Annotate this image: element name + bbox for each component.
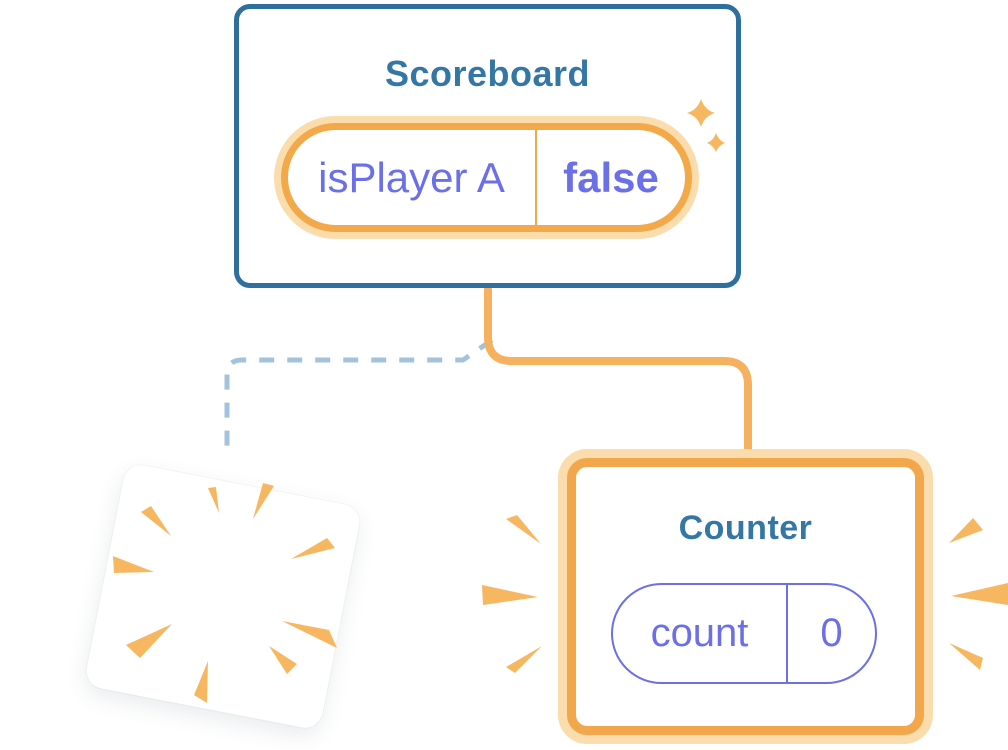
removed-component-card bbox=[83, 462, 363, 731]
scoreboard-component-card: Scoreboard isPlayer A false bbox=[234, 4, 741, 288]
counter-state-pill: count 0 bbox=[611, 583, 877, 684]
pill-divider bbox=[535, 130, 537, 225]
scoreboard-title: Scoreboard bbox=[384, 53, 591, 94]
dashed-removed-connector bbox=[224, 337, 494, 456]
solid-orange-connector bbox=[484, 288, 752, 452]
state-key: isPlayer A bbox=[318, 153, 505, 201]
counter-component-card: Counter count 0 bbox=[567, 458, 924, 735]
counter-title: Counter bbox=[678, 509, 813, 547]
state-key: count bbox=[650, 611, 749, 655]
emphasis-rays-icon bbox=[482, 515, 542, 673]
pill-divider bbox=[786, 585, 788, 682]
state-value: 0 bbox=[820, 611, 843, 655]
emphasis-rays-icon bbox=[949, 518, 1008, 670]
state-value: false bbox=[563, 153, 659, 201]
scoreboard-state-pill: isPlayer A false bbox=[281, 123, 692, 232]
